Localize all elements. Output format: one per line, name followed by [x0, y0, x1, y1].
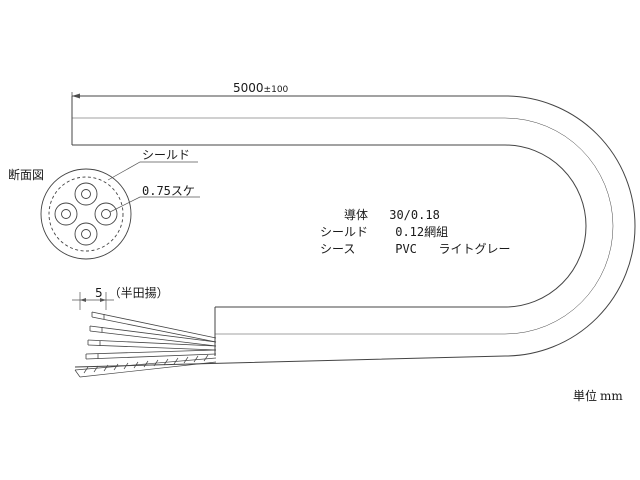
shield-braid	[74, 354, 217, 378]
spec-row-sheath: シース PVC ライトグレー	[320, 242, 510, 256]
cross-section	[40, 168, 132, 260]
length-value: 5000	[233, 81, 264, 95]
length-label: 5000±100	[233, 81, 288, 97]
strip-dimension	[72, 292, 114, 310]
spec-name: シース	[320, 242, 356, 256]
shield-callout: シールド	[142, 148, 191, 162]
spec-name: 導体	[344, 208, 369, 222]
strip-note: （半田揚）	[108, 286, 169, 300]
callout-leaders	[107, 161, 200, 213]
section-core-1	[74, 182, 98, 206]
spec-value: PVC	[395, 242, 417, 256]
unit-word: 単位	[573, 389, 598, 403]
spec-extra: ライトグレー	[438, 242, 511, 256]
spec-value: 30/0.18	[389, 208, 440, 222]
cable-jacket	[71, 95, 636, 368]
section-outer-jacket	[40, 168, 132, 260]
section-core-2	[54, 202, 78, 226]
spec-name: シールド	[320, 225, 369, 239]
unit-value: mm	[600, 389, 623, 403]
section-title: 断面図	[8, 168, 45, 182]
spec-row-shield: シールド 0.12網組	[320, 225, 448, 239]
section-shield-layer	[48, 176, 124, 252]
length-dimension	[71, 92, 505, 145]
strip-length-value: 5	[95, 286, 103, 300]
section-core-3	[94, 202, 118, 226]
length-tolerance: ±100	[263, 85, 289, 95]
stripped-wires	[85, 311, 217, 360]
strip-dimension-label: 5 （半田揚）	[95, 286, 169, 300]
spec-value: 0.12網組	[395, 225, 449, 239]
spec-row-conductor: 導体 30/0.18	[344, 208, 440, 222]
conductor-size-callout: 0.75スケ	[142, 184, 195, 198]
section-core-4	[74, 222, 98, 246]
